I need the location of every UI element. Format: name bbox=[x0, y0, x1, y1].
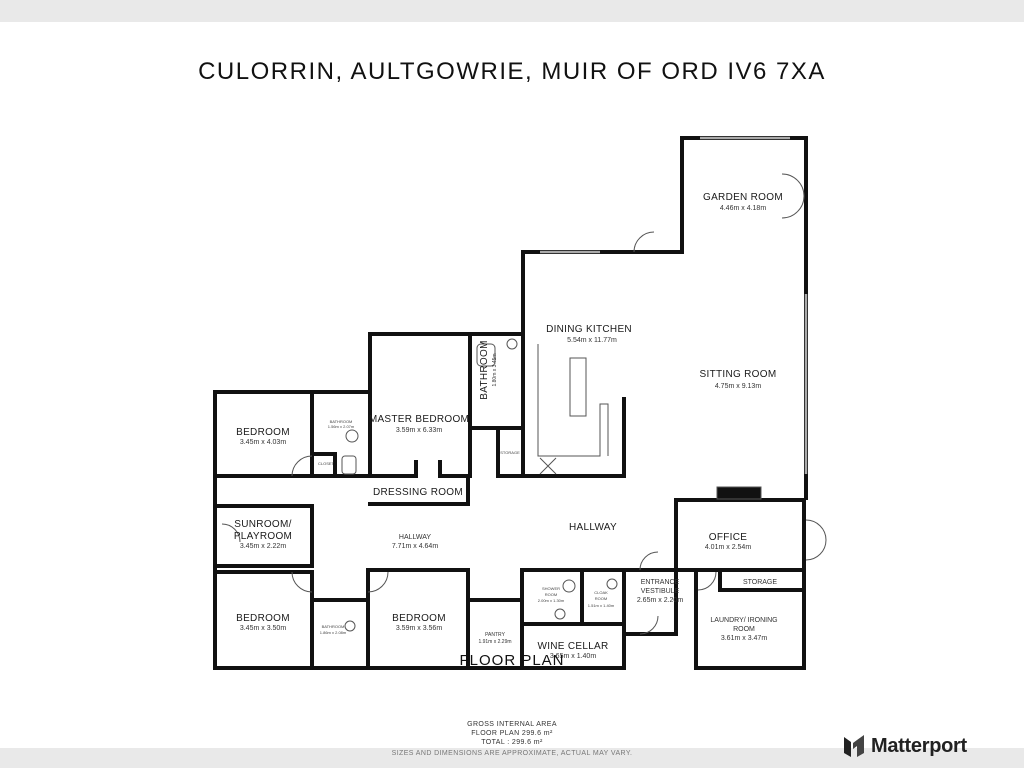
area-disclaimer: SIZES AND DIMENSIONS ARE APPROXIMATE, AC… bbox=[391, 750, 633, 757]
svg-text:SITTING ROOM: SITTING ROOM bbox=[700, 369, 777, 380]
matterport-brand-name: Matterport bbox=[871, 734, 967, 757]
room-ensuite-2: BATHROOM 1.86m x 2.08m bbox=[320, 624, 347, 635]
svg-text:LAUNDRY/ IRONING: LAUNDRY/ IRONING bbox=[710, 617, 777, 624]
floor-plan-sheet: CULORRIN, AULTGOWRIE, MUIR OF ORD IV6 7X… bbox=[0, 22, 1024, 757]
room-master-bedroom: MASTER BEDROOM 3.59m x 6.33m bbox=[369, 414, 469, 434]
svg-text:WINE CELLAR: WINE CELLAR bbox=[537, 641, 608, 652]
room-storage-laundry: STORAGE bbox=[743, 579, 777, 586]
svg-text:GARDEN ROOM: GARDEN ROOM bbox=[703, 192, 783, 203]
room-dining-kitchen: DINING KITCHEN 5.54m x 11.77m bbox=[546, 324, 632, 344]
room-labels: GARDEN ROOM 4.46m x 4.18m DINING KITCHEN… bbox=[234, 192, 783, 660]
svg-text:CLOAK: CLOAK bbox=[594, 590, 608, 595]
floor-plan-drawing: GARDEN ROOM 4.46m x 4.18m DINING KITCHEN… bbox=[213, 136, 827, 670]
svg-text:1.56m x 2.07m: 1.56m x 2.07m bbox=[328, 424, 355, 429]
svg-text:PLAYROOM: PLAYROOM bbox=[234, 531, 292, 542]
svg-text:BATHROOM: BATHROOM bbox=[330, 419, 353, 424]
svg-text:STORAGE: STORAGE bbox=[500, 450, 520, 455]
room-sunroom: SUNROOM/ PLAYROOM 3.45m x 2.22m bbox=[234, 519, 292, 550]
room-shower-room: SHOWER ROOM 2.00m x 1.30m bbox=[538, 586, 565, 603]
svg-text:1.80m x 3.45m: 1.80m x 3.45m bbox=[492, 353, 498, 386]
room-bedroom-1: BEDROOM 3.45m x 4.03m bbox=[236, 427, 290, 446]
svg-text:BEDROOM: BEDROOM bbox=[236, 427, 290, 438]
svg-text:HALLWAY: HALLWAY bbox=[399, 534, 431, 541]
room-ensuite-1: BATHROOM 1.56m x 2.07m bbox=[328, 419, 355, 429]
area-heading: GROSS INTERNAL AREA bbox=[467, 721, 557, 728]
svg-text:3.45m x 2.22m: 3.45m x 2.22m bbox=[240, 543, 286, 550]
room-garden-room: GARDEN ROOM 4.46m x 4.18m bbox=[703, 192, 783, 212]
svg-text:VESTIBULE: VESTIBULE bbox=[641, 588, 680, 595]
room-cloak-room: CLOAK ROOM 1.51m x 1.40m bbox=[588, 590, 615, 608]
room-closet: CLOSET bbox=[318, 461, 335, 466]
room-bedroom-3: BEDROOM 3.59m x 3.56m bbox=[392, 613, 446, 632]
matterport-brand: Matterport bbox=[843, 734, 967, 758]
svg-text:SUNROOM/: SUNROOM/ bbox=[234, 519, 291, 530]
room-hallway-left: HALLWAY 7.71m x 4.64m bbox=[392, 534, 438, 550]
svg-text:DRESSING ROOM: DRESSING ROOM bbox=[373, 487, 463, 498]
room-bathroom-main: BATHROOM 1.80m x 3.45m bbox=[479, 340, 498, 399]
room-bedroom-2: BEDROOM 3.45m x 3.50m bbox=[236, 613, 290, 632]
svg-text:1.51m x 1.40m: 1.51m x 1.40m bbox=[588, 603, 615, 608]
svg-text:MASTER BEDROOM: MASTER BEDROOM bbox=[369, 414, 469, 425]
svg-text:HALLWAY: HALLWAY bbox=[569, 522, 617, 533]
svg-text:1.86m x 2.08m: 1.86m x 2.08m bbox=[320, 630, 347, 635]
svg-text:SHOWER: SHOWER bbox=[542, 586, 560, 591]
floor-plan-label: FLOOR PLAN bbox=[459, 652, 565, 669]
svg-text:7.71m x 4.64m: 7.71m x 4.64m bbox=[392, 543, 438, 550]
svg-text:3.59m x 6.33m: 3.59m x 6.33m bbox=[396, 427, 442, 434]
svg-text:5.54m x 11.77m: 5.54m x 11.77m bbox=[567, 337, 617, 344]
room-laundry: LAUNDRY/ IRONING ROOM 3.61m x 3.47m bbox=[710, 617, 777, 642]
area-floor-plan: FLOOR PLAN 299.6 m² bbox=[471, 730, 553, 737]
room-dressing-room: DRESSING ROOM bbox=[373, 487, 463, 498]
svg-text:BEDROOM: BEDROOM bbox=[392, 613, 446, 624]
fixtures-and-windows bbox=[221, 136, 827, 635]
svg-text:ROOM: ROOM bbox=[733, 626, 755, 633]
svg-text:4.75m x 9.13m: 4.75m x 9.13m bbox=[715, 383, 761, 390]
svg-text:CLOSET: CLOSET bbox=[318, 461, 335, 466]
property-address-title: CULORRIN, AULTGOWRIE, MUIR OF ORD IV6 7X… bbox=[198, 58, 826, 85]
svg-text:ENTRANCE: ENTRANCE bbox=[641, 579, 680, 586]
svg-text:BEDROOM: BEDROOM bbox=[236, 613, 290, 624]
room-hallway-right: HALLWAY bbox=[569, 522, 617, 533]
svg-text:3.45m x 3.50m: 3.45m x 3.50m bbox=[240, 625, 286, 632]
room-wine-cellar: WINE CELLAR 3.65m x 1.40m bbox=[537, 641, 608, 660]
room-storage-small: STORAGE bbox=[500, 450, 520, 455]
walls bbox=[213, 136, 808, 670]
room-sitting-room: SITTING ROOM 4.75m x 9.13m bbox=[700, 369, 777, 390]
room-entrance-vestibule: ENTRANCE VESTIBULE 2.65m x 2.20m bbox=[637, 579, 683, 604]
area-total: TOTAL : 299.6 m² bbox=[481, 739, 543, 746]
matterport-logo-icon bbox=[844, 735, 864, 757]
svg-text:2.00m x 1.30m: 2.00m x 1.30m bbox=[538, 598, 565, 603]
svg-text:ROOM: ROOM bbox=[545, 592, 557, 597]
svg-text:BATHROOM: BATHROOM bbox=[479, 340, 490, 399]
gross-area-block: GROSS INTERNAL AREA FLOOR PLAN 299.6 m² … bbox=[0, 720, 1024, 758]
svg-text:3.65m x 1.40m: 3.65m x 1.40m bbox=[550, 653, 596, 660]
svg-text:ROOM: ROOM bbox=[595, 596, 607, 601]
svg-text:2.65m x 2.20m: 2.65m x 2.20m bbox=[637, 597, 683, 604]
svg-text:3.59m x 3.56m: 3.59m x 3.56m bbox=[396, 625, 442, 632]
room-office: OFFICE 4.01m x 2.54m bbox=[705, 532, 751, 551]
svg-text:4.46m x 4.18m: 4.46m x 4.18m bbox=[720, 205, 766, 212]
svg-text:PANTRY: PANTRY bbox=[485, 632, 505, 638]
room-pantry: PANTRY 1.91m x 2.29m bbox=[478, 632, 511, 645]
svg-text:3.45m x 4.03m: 3.45m x 4.03m bbox=[240, 439, 286, 446]
svg-text:BATHROOM: BATHROOM bbox=[322, 624, 345, 629]
svg-text:DINING KITCHEN: DINING KITCHEN bbox=[546, 324, 632, 335]
svg-text:1.91m x 2.29m: 1.91m x 2.29m bbox=[478, 639, 511, 645]
svg-text:4.01m x 2.54m: 4.01m x 2.54m bbox=[705, 544, 751, 551]
svg-text:3.61m x 3.47m: 3.61m x 3.47m bbox=[721, 635, 767, 642]
svg-text:OFFICE: OFFICE bbox=[709, 532, 747, 543]
svg-text:STORAGE: STORAGE bbox=[743, 579, 777, 586]
